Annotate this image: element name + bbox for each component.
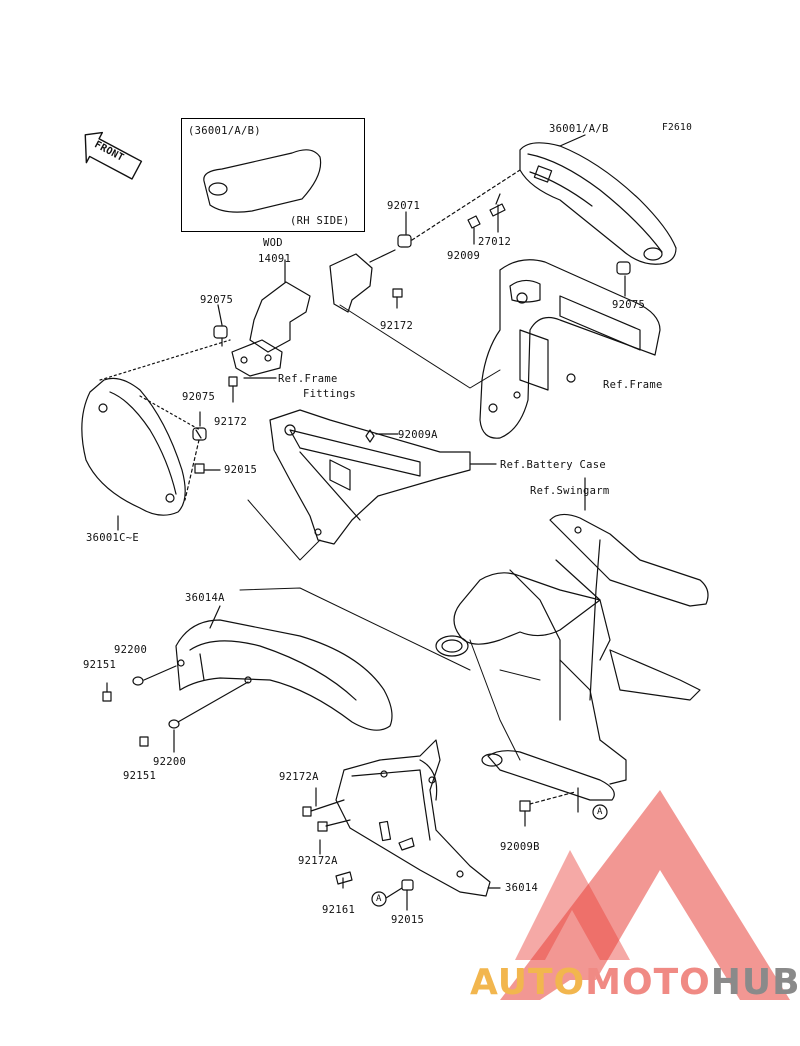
label-27012: 27012 (478, 236, 512, 248)
bolt-92015-bottom (401, 879, 414, 891)
label-92172-b: 92172 (214, 416, 248, 428)
grommet-92075-mid (192, 427, 207, 441)
bolt-92151-bottom (139, 736, 149, 747)
chain-cover-36014A (175, 619, 393, 731)
label-36014A: 36014A (185, 592, 225, 604)
watermark-part1: AUTO (470, 962, 586, 1003)
battery-case-bracket (269, 409, 471, 545)
grommet-92071 (397, 234, 412, 248)
label-ref-frame: Ref.Frame (603, 379, 663, 391)
watermark-text: AUTOMOTOHUB (470, 963, 800, 1003)
label-92151-bottom: 92151 (123, 770, 157, 782)
damper-92161-b (335, 871, 353, 885)
circle-a-right-shape (592, 804, 608, 820)
clip-92009A (365, 429, 375, 443)
grommet-92075-left (213, 325, 228, 339)
washer-92200-bottom (168, 719, 180, 729)
label-wod: WOD (263, 237, 283, 249)
front-arrow-icon (84, 131, 143, 180)
label-ref-swingarm: Ref.Swingarm (530, 485, 610, 497)
label-14091: 14091 (258, 253, 292, 265)
label-36001CE: 36001C~E (86, 532, 139, 544)
label-92015-top: 92015 (224, 464, 258, 476)
swingarm-assembly (435, 513, 709, 801)
label-92075-left: 92075 (200, 294, 234, 306)
diagram-code: F2610 (662, 122, 693, 133)
circle-a-right: A (597, 807, 603, 817)
label-36001AB: 36001/A/B (549, 123, 609, 135)
inset-title: (36001/A/B) (188, 125, 261, 137)
label-92161: 92161 (322, 904, 356, 916)
label-ref-frame-fittings-1: Ref.Frame (278, 373, 338, 385)
bolt-92172A-top (302, 806, 312, 817)
label-92075-mid: 92075 (182, 391, 216, 403)
bolt-92015-top (194, 463, 205, 474)
clip-92009 (467, 215, 481, 229)
bolt-92172A-bottom (317, 821, 328, 832)
frame-fittings-right (479, 259, 661, 439)
label-92015-bottom: 92015 (391, 914, 425, 926)
bolt-92151-top (102, 691, 112, 702)
bolt-92172-mid (228, 376, 238, 387)
label-92200-top: 92200 (114, 644, 148, 656)
grommet-92075-right (616, 261, 631, 275)
label-92009A: 92009A (398, 429, 438, 441)
label-36014: 36014 (505, 882, 539, 894)
inset-note: (RH SIDE) (290, 215, 350, 227)
circle-a-left: A (376, 894, 382, 904)
damper-92161-a (398, 837, 415, 851)
label-92009: 92009 (447, 250, 481, 262)
watermark-part2: MOTO (585, 962, 711, 1003)
bolt-92172-top (392, 288, 403, 298)
watermark-logo (500, 790, 790, 1000)
label-ref-frame-fittings-2: Fittings (303, 388, 356, 400)
label-92200-bottom: 92200 (153, 756, 187, 768)
bracket-14091 (231, 253, 373, 377)
circle-a-left-shape (371, 891, 387, 907)
label-92172A-top: 92172A (279, 771, 319, 783)
label-92151-top: 92151 (83, 659, 117, 671)
label-92009B: 92009B (500, 841, 540, 853)
label-92172A-bottom: 92172A (298, 855, 338, 867)
inset-rh-side: (36001/A/B) (RH SIDE) (181, 118, 365, 232)
washer-92200-top (132, 676, 144, 686)
label-92071: 92071 (387, 200, 421, 212)
inset-cover-drawing (203, 149, 322, 213)
side-cover-left (81, 377, 186, 516)
chain-guard-36014 (335, 739, 491, 897)
bolt-92009B (519, 800, 531, 812)
watermark-part3: HUB (710, 962, 800, 1003)
side-cover-right (519, 142, 677, 265)
label-92075-right: 92075 (612, 299, 646, 311)
label-92172-a: 92172 (380, 320, 414, 332)
label-ref-battery-case: Ref.Battery Case (500, 459, 606, 471)
